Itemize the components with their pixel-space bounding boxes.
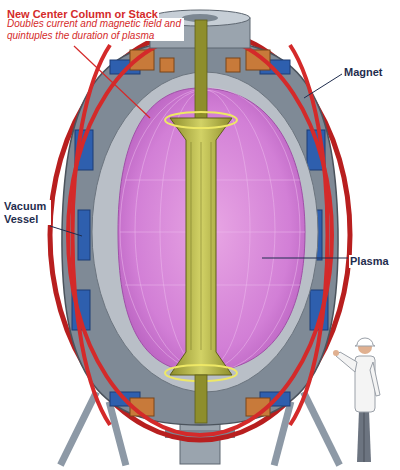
part-label-wrap: Plasma xyxy=(349,251,398,269)
callout-note-wrap: Doubles current and magnetic field and q… xyxy=(6,18,184,43)
callout-note: Doubles current and magnetic field and q… xyxy=(6,18,184,41)
column-ring xyxy=(165,112,237,128)
person-figure xyxy=(333,338,380,462)
center-column-grid xyxy=(191,142,211,350)
vessel-interior xyxy=(92,72,318,392)
leader-line xyxy=(74,46,150,118)
part-label-wrap: Vacuum Vessel xyxy=(3,200,51,227)
part-label: Magnet xyxy=(343,66,384,79)
center-column xyxy=(170,118,232,375)
part-label: Vacuum Vessel xyxy=(3,200,51,225)
part-label: Plasma xyxy=(349,255,390,268)
center-column xyxy=(195,20,207,125)
structure-plate xyxy=(72,60,328,406)
leader-line xyxy=(50,226,82,236)
leader-line xyxy=(304,74,342,98)
center-column xyxy=(195,375,207,423)
leader-line xyxy=(262,258,348,259)
magnet-coil xyxy=(290,45,328,425)
part-label-wrap: Magnet xyxy=(343,62,397,80)
